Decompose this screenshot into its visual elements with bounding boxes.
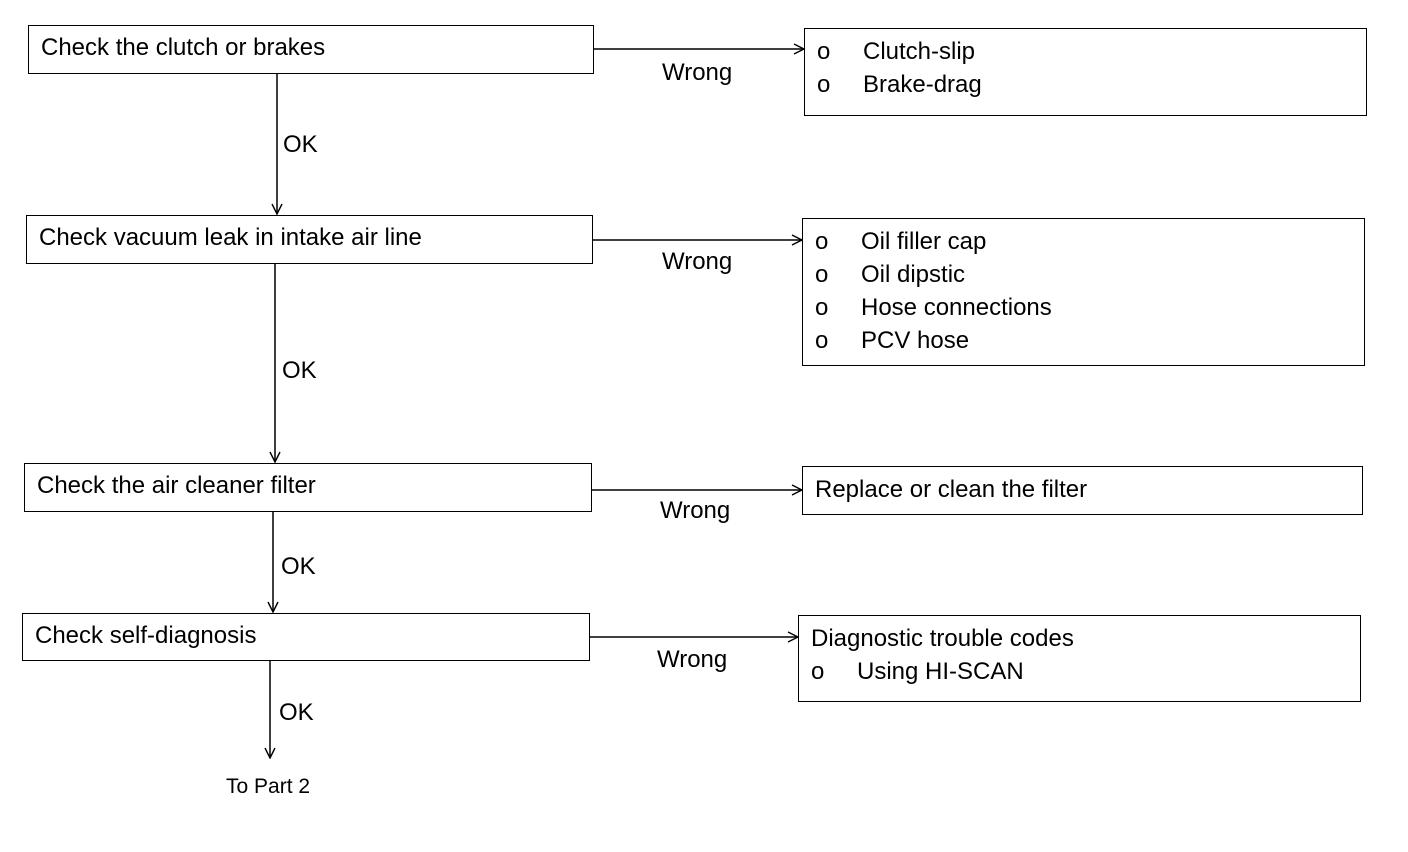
ok-label: OK — [282, 357, 317, 384]
bullet-marker: o — [817, 71, 831, 98]
step-box-air-cleaner: Check the air cleaner filter — [24, 463, 592, 512]
ok-label: OK — [283, 131, 318, 158]
bullet-marker: o — [815, 294, 829, 321]
wrong-label: Wrong — [657, 646, 728, 673]
wrong-label: Wrong — [662, 59, 733, 86]
ok-label: OK — [281, 553, 316, 580]
wrong-label: Wrong — [662, 248, 733, 275]
ok-label: OK — [279, 699, 314, 726]
step-label: Check vacuum leak in intake air line — [39, 224, 422, 251]
bullet-marker: o — [815, 261, 829, 288]
step-label: Check the air cleaner filter — [37, 472, 316, 499]
result-heading: Replace or clean the filter — [815, 476, 1088, 503]
bullet-marker: o — [815, 327, 829, 354]
wrong-label: Wrong — [660, 497, 731, 524]
result-heading: Diagnostic trouble codes — [811, 625, 1074, 652]
step-label: Check self-diagnosis — [35, 622, 257, 649]
bullet-marker: o — [817, 38, 831, 65]
step-box-self-diagnosis: Check self-diagnosis — [22, 613, 590, 661]
bullet-marker: o — [811, 658, 825, 685]
result-box-filter: Replace or clean the filter — [802, 466, 1363, 515]
bullet-marker: o — [815, 228, 829, 255]
step-box-vacuum-leak: Check vacuum leak in intake air line — [26, 215, 593, 264]
end-label: To Part 2 — [226, 775, 311, 798]
step-box-clutch-brakes: Check the clutch or brakes — [28, 25, 594, 74]
step-label: Check the clutch or brakes — [41, 34, 326, 61]
